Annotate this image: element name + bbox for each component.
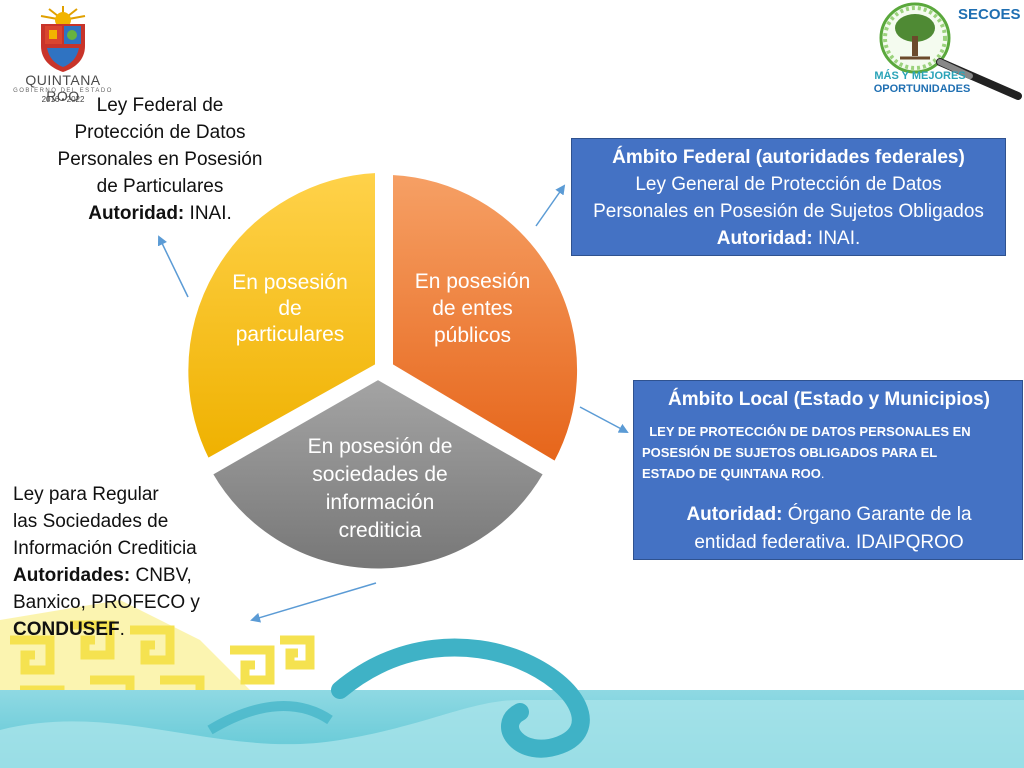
arrow-to-federal xyxy=(535,184,566,227)
pie-segment-sociedades xyxy=(210,377,546,571)
authority-label: Autoridad: xyxy=(686,504,783,525)
pie-label-line: de entes xyxy=(432,297,513,320)
pie-label-line: En posesión xyxy=(232,271,348,294)
pie-label-line: de xyxy=(278,297,302,320)
law-line: ESTADO DE QUINTANA ROO. xyxy=(642,463,1022,484)
secoes-logo: SECOES MÁS Y MEJORES OPORTUNIDADES xyxy=(870,0,1024,104)
authority-line-2: entidad federativa. IDAIPQROO xyxy=(694,532,964,553)
wave-swirl xyxy=(331,638,590,758)
authority-value: INAI. xyxy=(812,228,861,249)
pie-label-entes-publicos: En posesión de entes públicos xyxy=(395,268,550,349)
secoes-slogan-1: MÁS Y MEJORES xyxy=(874,70,966,82)
law-line: LEY DE PROTECCIÓN DE DATOS PERSONALES EN xyxy=(642,421,1022,442)
authority-value: INAI. xyxy=(184,203,232,224)
magnifier-tree-icon xyxy=(879,2,1022,100)
authority-line: Autoridad: Órgano Garante de la xyxy=(634,501,1024,529)
logo-subtitle: GOBIERNO DEL ESTADO xyxy=(13,88,113,94)
pie-label-line: En posesión xyxy=(414,270,531,293)
arrow-to-local xyxy=(579,406,629,433)
arrow-to-bottom-left xyxy=(250,582,377,623)
secoes-slogan-2: OPORTUNIDADES xyxy=(873,83,971,95)
authority-label: Autoridad: xyxy=(716,228,813,249)
credit-info-law-text: Ley para Regular las Sociedades de Infor… xyxy=(13,481,233,643)
law-text: ESTADO DE QUINTANA ROO xyxy=(642,466,821,481)
pie-segment-particulares xyxy=(186,170,377,461)
federal-private-law-text: Ley Federal de Protección de Datos Perso… xyxy=(40,92,280,227)
text-line: las Sociedades de xyxy=(13,511,169,532)
text-line: Personales en Posesión de Sujetos Obliga… xyxy=(593,201,984,222)
text-line: Banxico, PROFECO y xyxy=(13,592,200,613)
law-line: POSESIÓN DE SUJETOS OBLIGADOS PARA EL xyxy=(642,445,938,460)
text-line: Información Crediticia xyxy=(13,538,197,559)
authority-label: Autoridades: xyxy=(13,565,131,586)
logo-name: QUINTANA ROO xyxy=(25,72,101,104)
pie-label-line: crediticia xyxy=(338,519,422,542)
authority-line: Autoridades: CNBV, xyxy=(13,562,233,589)
text-end: . xyxy=(119,619,125,640)
federal-title: Ámbito Federal (autoridades federales) xyxy=(612,147,965,168)
authority-label: Autoridad: xyxy=(88,203,185,224)
pie-label-line: públicos xyxy=(433,324,512,347)
authority-line: Autoridad: INAI. xyxy=(40,200,280,227)
federal-scope-box: Ámbito Federal (autoridades federales) L… xyxy=(571,138,1006,256)
text-line: Ley General de Protección de Datos xyxy=(635,174,942,195)
local-title: Ámbito Local (Estado y Municipios) xyxy=(668,389,990,410)
local-scope-box: Ámbito Local (Estado y Municipios) LEY D… xyxy=(633,380,1023,560)
text-line: Ley Federal de xyxy=(96,95,224,116)
arrow-to-top-left xyxy=(157,235,189,298)
secoes-brand: SECOES xyxy=(958,6,1021,23)
pie-label-particulares: En posesión de particulares xyxy=(210,270,370,348)
local-authority: Autoridad: Órgano Garante de la entidad … xyxy=(634,501,1024,557)
law-end: . xyxy=(820,466,825,481)
local-law: LEY DE PROTECCIÓN DE DATOS PERSONALES EN… xyxy=(642,421,1022,484)
authority-value: CNBV, xyxy=(130,565,192,586)
coat-of-arms-icon xyxy=(40,6,86,72)
text-line: CONDUSEF. xyxy=(13,616,233,643)
condusef-label: CONDUSEF xyxy=(13,619,120,640)
text-line: Personales en Posesión xyxy=(57,149,263,170)
pie-label-line: En posesión de xyxy=(307,435,453,458)
authority-line: Autoridad: INAI. xyxy=(572,225,1005,252)
pie-label-sociedades: En posesión de sociedades de información… xyxy=(280,433,480,545)
pie-label-line: sociedades de xyxy=(312,463,448,486)
logo-years: 2016 • 2022 xyxy=(41,95,85,104)
text-line: Protección de Datos xyxy=(74,122,246,143)
authority-value: Órgano Garante de la xyxy=(782,504,972,525)
law-text: LEY DE PROTECCIÓN DE DATOS PERSONALES EN xyxy=(649,424,971,439)
text-line: de Particulares xyxy=(96,176,224,197)
pie-segment-entes-publicos xyxy=(391,172,580,464)
pie-label-line: particulares xyxy=(235,323,345,346)
quintana-roo-logo: QUINTANA ROO GOBIERNO DEL ESTADO 2016 • … xyxy=(10,4,116,104)
pie-label-line: información xyxy=(325,491,435,514)
text-line: Ley para Regular xyxy=(13,484,159,505)
